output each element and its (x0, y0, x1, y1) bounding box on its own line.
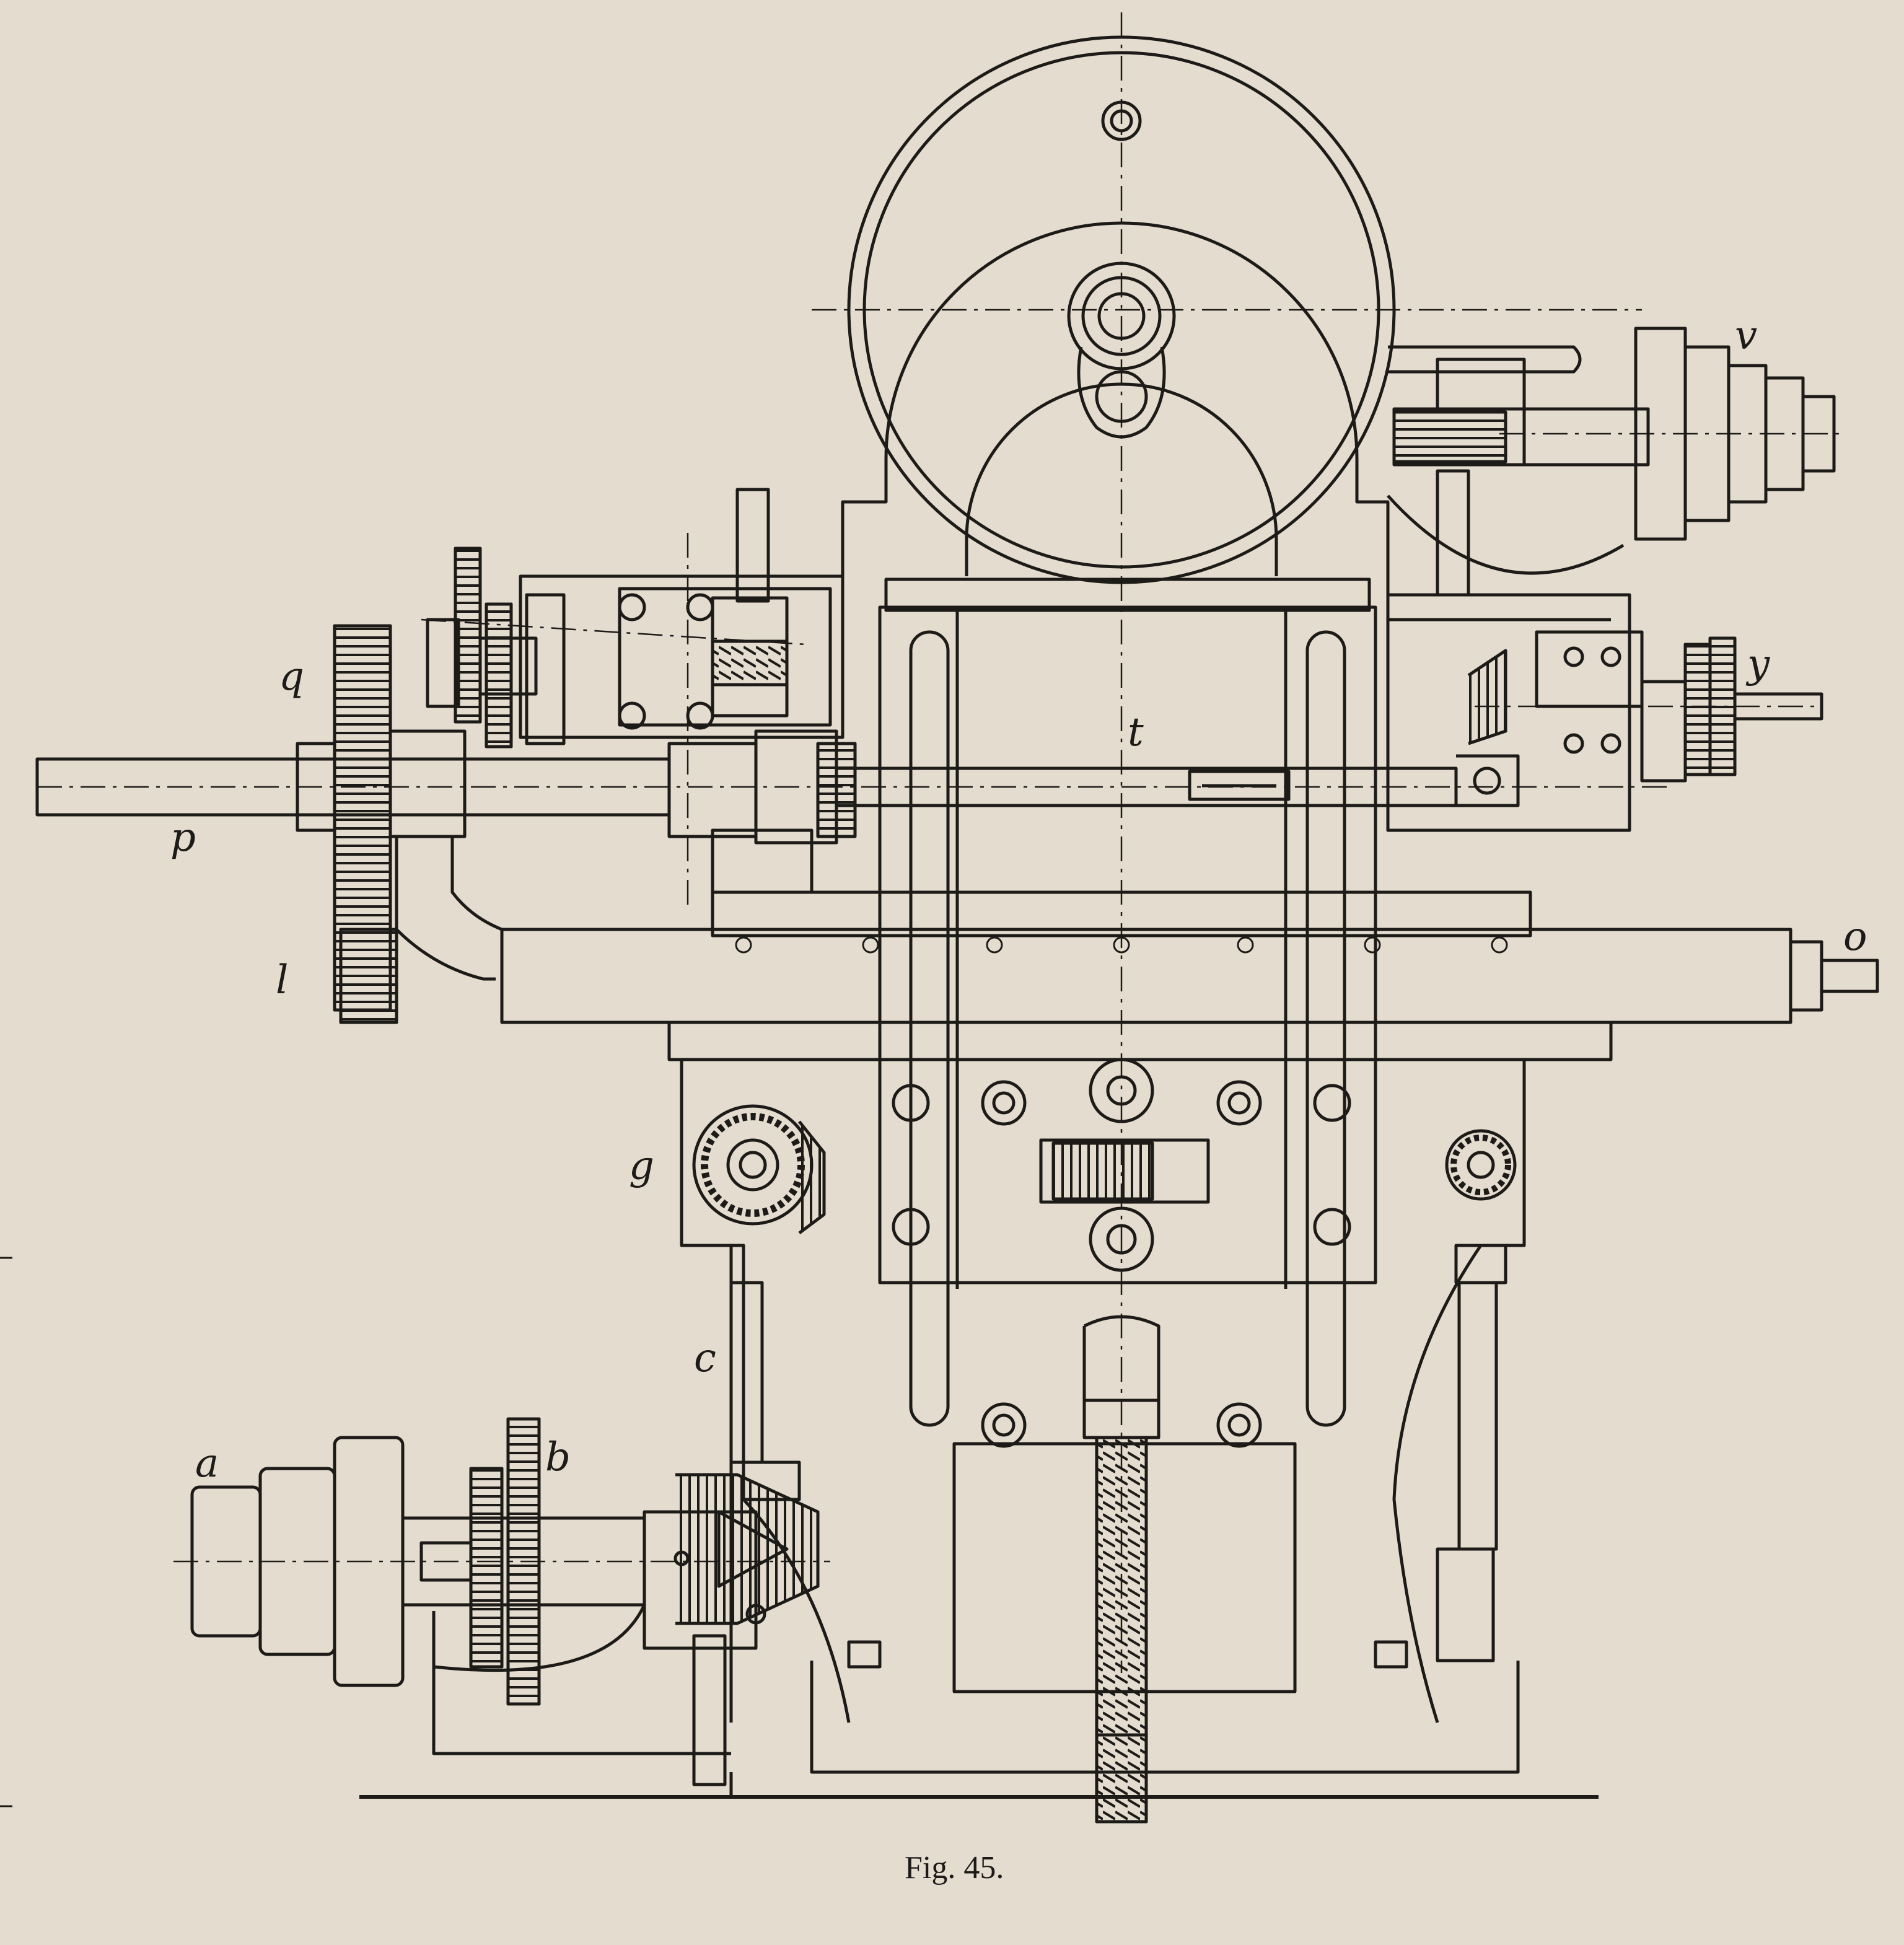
label-l: l (276, 957, 289, 1003)
label-c: c (694, 1335, 716, 1381)
base (680, 1060, 1526, 1824)
column (878, 605, 1377, 1448)
label-q: q (279, 654, 304, 700)
label-v: v (1735, 313, 1758, 359)
label-t: t (1128, 709, 1144, 755)
label-a: a (195, 1441, 219, 1486)
bevel-gear-g (692, 1104, 826, 1234)
figure-caption: Fig. 45. (905, 1850, 1004, 1886)
label-g: g (629, 1143, 654, 1189)
right-side-assembly (1386, 593, 1823, 832)
bevel-gear-right (1436, 1129, 1517, 1662)
centre-lines (37, 12, 1846, 1673)
label-o: o (1843, 914, 1867, 960)
bracket (395, 828, 1532, 981)
rail-o (339, 928, 1879, 1061)
label-p: p (170, 815, 196, 861)
upper-frame (841, 221, 1390, 612)
label-b: b (545, 1434, 571, 1480)
bottom-left-drive (190, 1281, 820, 1786)
right-upper-assembly (1386, 327, 1836, 621)
left-housing (426, 488, 845, 749)
label-y: y (1747, 641, 1770, 687)
